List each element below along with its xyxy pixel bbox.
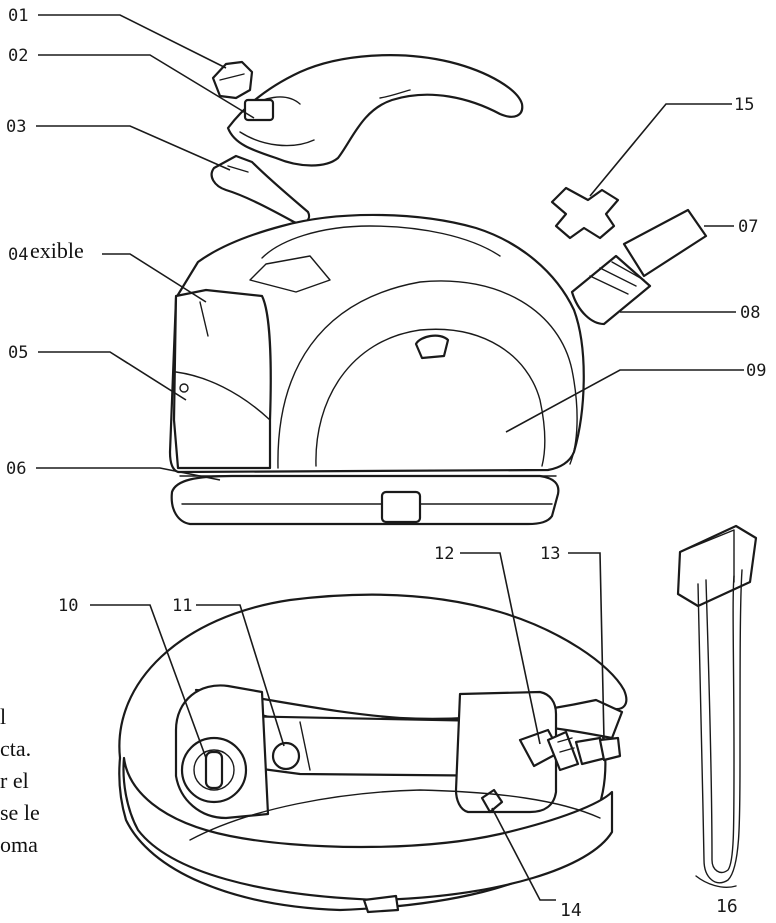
callout-03: 03 <box>6 117 26 137</box>
part-15-clip <box>550 186 620 240</box>
callout-16: 16 <box>716 896 738 917</box>
stray-overlay-text: exible <box>30 236 102 263</box>
leader-11 <box>196 604 285 747</box>
callout-09: 09 <box>746 361 766 381</box>
part-16-wire-stand <box>676 524 758 888</box>
callout-06: 06 <box>6 459 26 479</box>
margin-line-2: cta. <box>0 736 31 761</box>
callout-13: 13 <box>540 544 560 564</box>
callout-14: 14 <box>560 900 582 921</box>
leader-02 <box>38 54 255 119</box>
callout-05: 05 <box>8 343 28 363</box>
margin-line-4: se le <box>0 800 40 825</box>
part-07-hose <box>622 208 708 278</box>
iron-top-view <box>118 593 628 914</box>
callout-15: 15 <box>734 95 754 115</box>
part-01-button-cap <box>211 60 254 100</box>
callout-07: 07 <box>738 217 758 237</box>
leader-14 <box>491 807 556 901</box>
leader-15 <box>589 103 732 197</box>
callout-02: 02 <box>8 46 28 66</box>
leader-12 <box>460 552 541 745</box>
callout-10: 10 <box>58 596 78 616</box>
margin-line-5: oma <box>0 832 38 857</box>
leader-05 <box>38 351 187 401</box>
callout-01: 01 <box>8 6 28 26</box>
callout-08: 08 <box>740 303 760 323</box>
leader-lines <box>36 14 744 901</box>
leader-10 <box>90 604 207 759</box>
callout-04: 04 <box>8 245 28 265</box>
callout-labels: 01 02 03 04 05 06 07 08 09 10 11 12 13 1… <box>6 6 766 921</box>
leader-01 <box>38 14 227 69</box>
leader-09 <box>505 369 744 433</box>
margin-line-1: l <box>0 704 6 729</box>
leader-13 <box>568 552 605 741</box>
callout-12: 12 <box>434 544 454 564</box>
leader-06 <box>36 467 221 481</box>
callout-11: 11 <box>172 596 192 616</box>
part-03-trigger-lever <box>210 154 311 225</box>
part-09-iron-body-shell <box>168 213 585 474</box>
leader-03 <box>36 125 231 171</box>
part-02-handle <box>226 54 524 167</box>
overlay-word: exible <box>30 238 84 263</box>
margin-line-3: r el <box>0 768 29 793</box>
part-06-soleplate <box>170 474 560 526</box>
margin-text-fragments: l cta. r el se le oma <box>0 704 40 857</box>
